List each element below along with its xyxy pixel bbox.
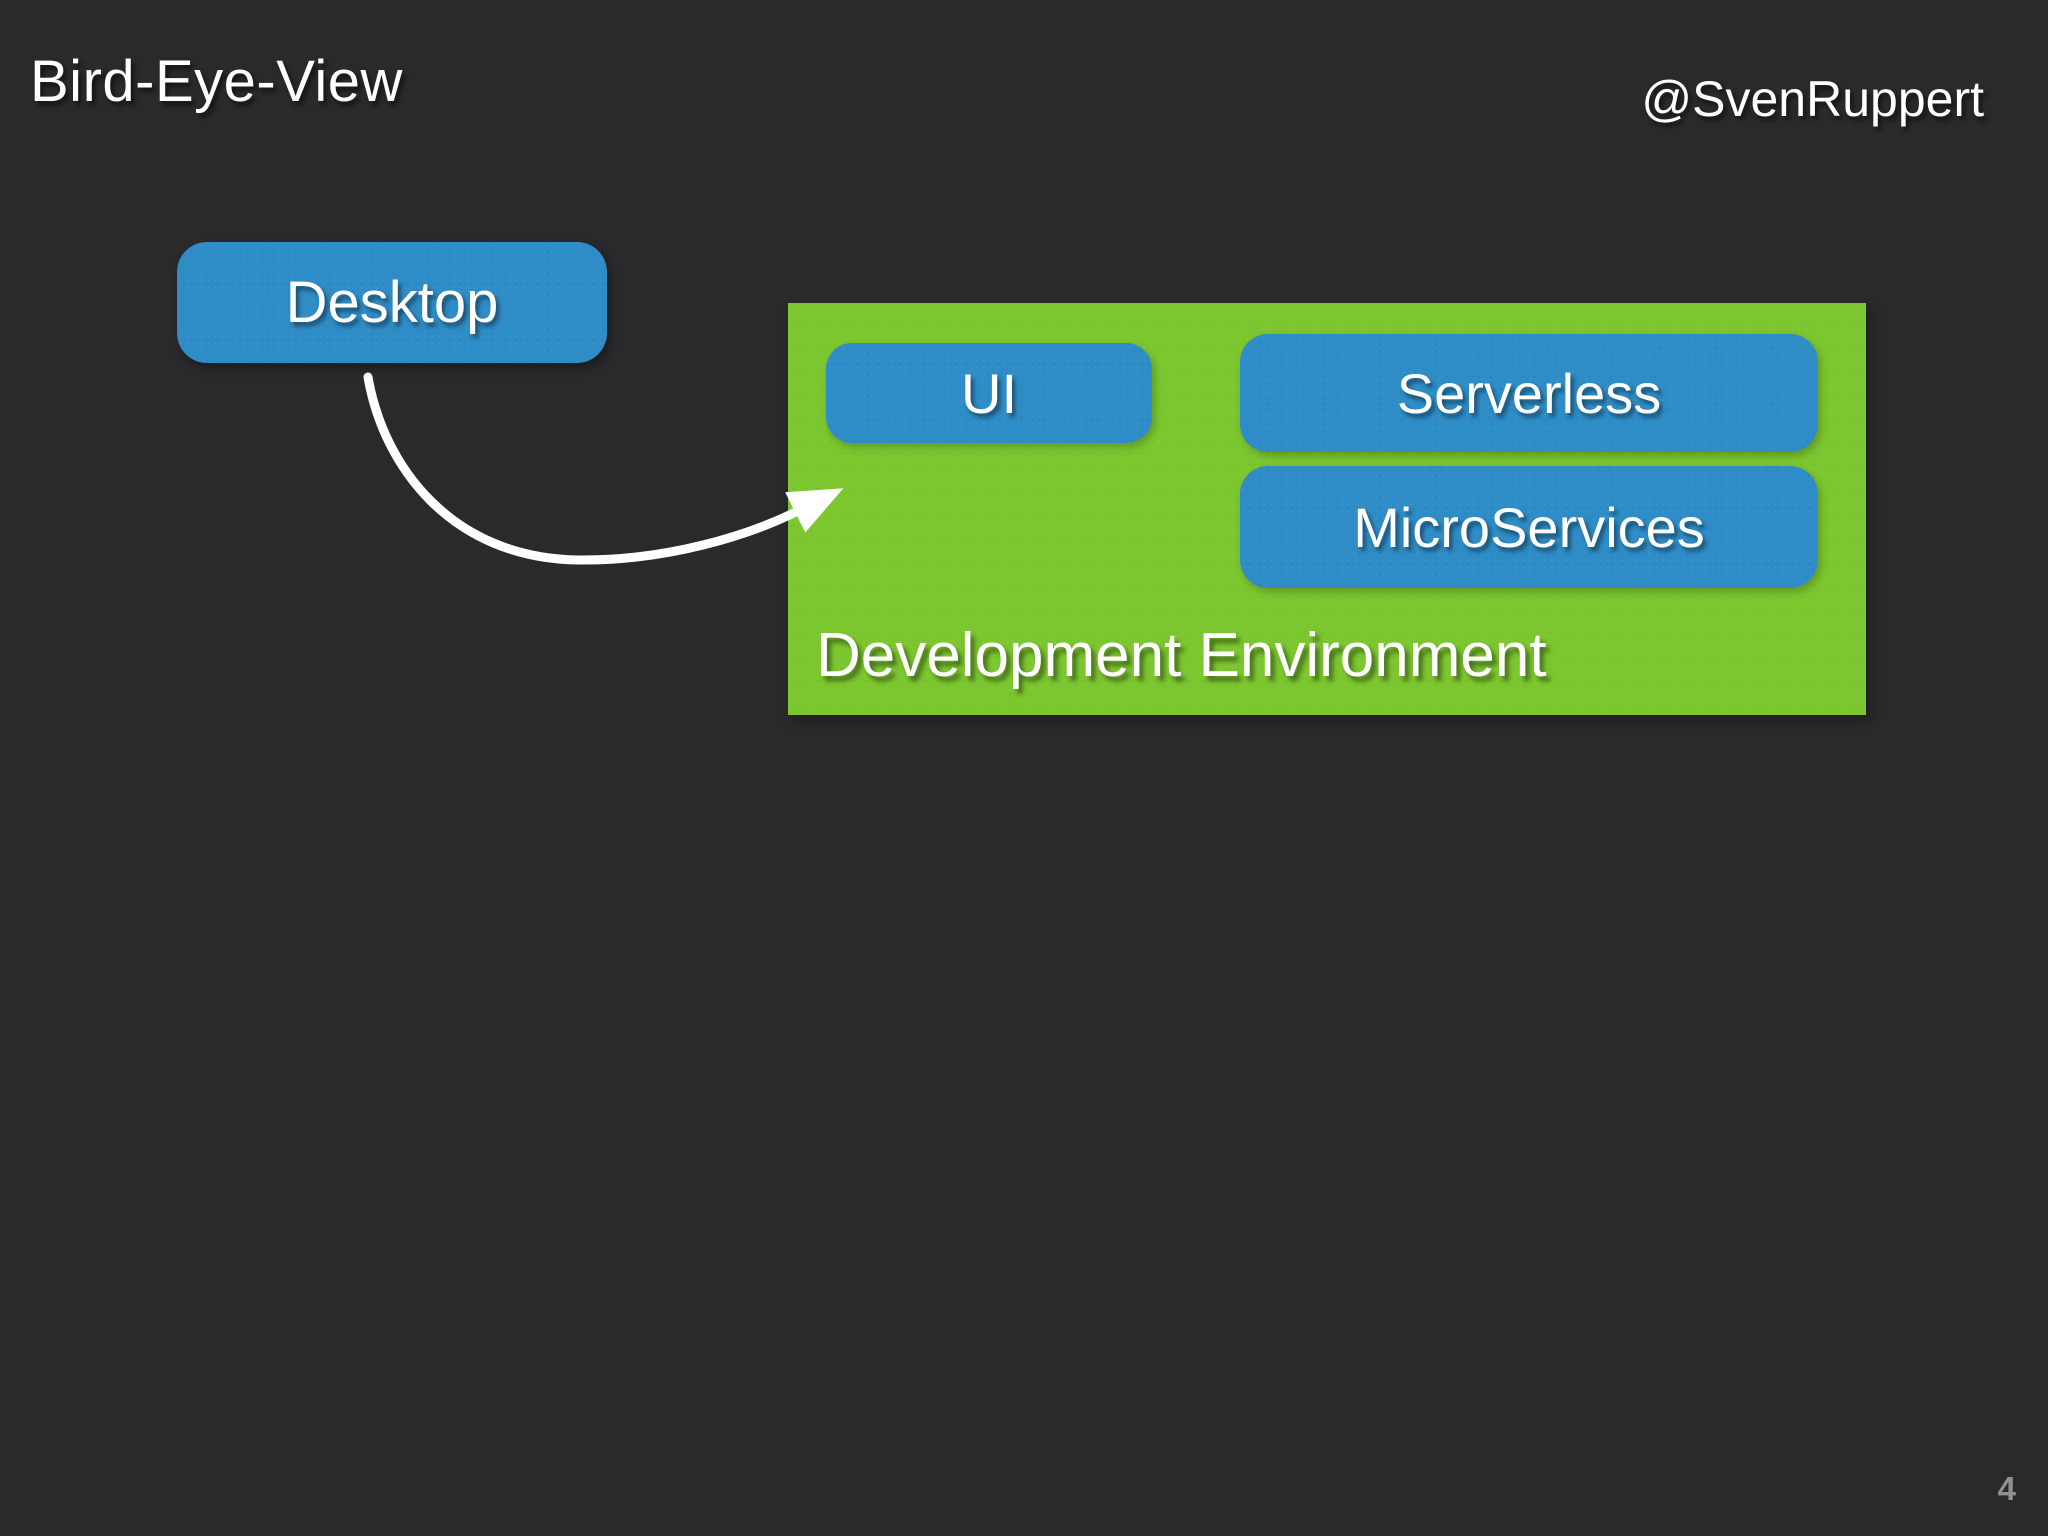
author-handle: @SvenRuppert (1641, 71, 1984, 127)
microservices-node-label: MicroServices (1353, 495, 1705, 559)
arrow-curve (363, 372, 844, 565)
page-number: 4 (1997, 1470, 2016, 1507)
serverless-node: Serverless (1240, 334, 1818, 452)
desktop-node: Desktop (177, 242, 607, 363)
development-environment-label: Development Environment (816, 621, 1547, 690)
ui-node-label: UI (961, 361, 1017, 425)
microservices-node: MicroServices (1240, 466, 1818, 588)
serverless-node-label: Serverless (1396, 361, 1662, 425)
desktop-node-label: Desktop (285, 270, 499, 335)
ui-node: UI (826, 343, 1152, 443)
page-title: Bird-Eye-View (30, 49, 403, 114)
